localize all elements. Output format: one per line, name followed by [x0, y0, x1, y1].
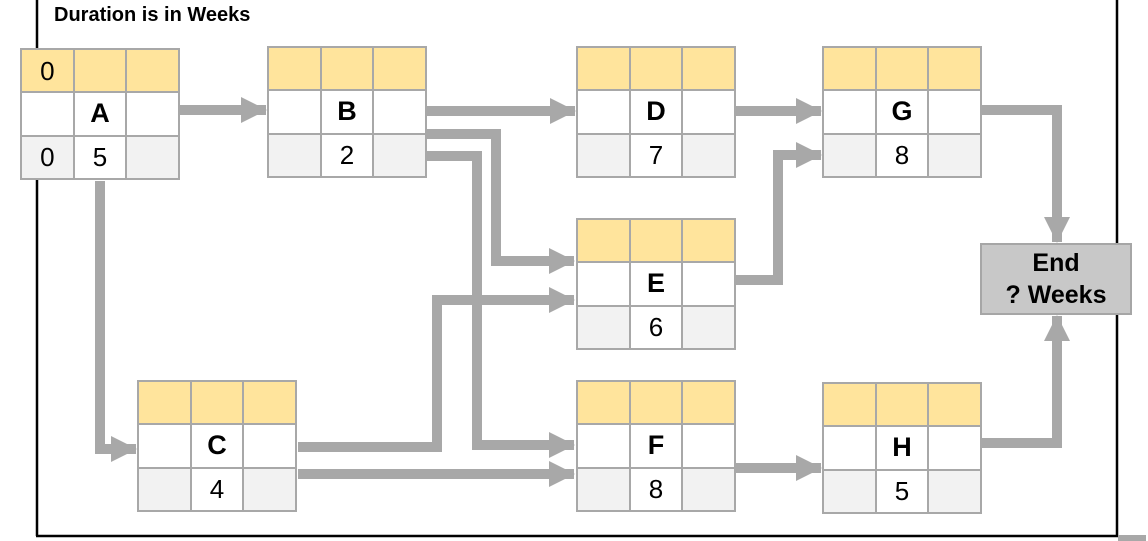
cell-duration: 5 — [876, 470, 928, 512]
cell-late-start — [139, 468, 190, 510]
corner-artifact — [1118, 535, 1146, 541]
cell-footer-right — [683, 468, 734, 510]
edge-G-End — [982, 105, 1070, 243]
cell-mid-right — [683, 91, 734, 133]
cell-duration: 4 — [191, 468, 243, 510]
cell-duration: 8 — [630, 468, 682, 510]
cell-duration: 2 — [321, 134, 373, 176]
cell-footer-right — [929, 134, 980, 176]
cell-footer-right — [127, 136, 178, 178]
cell-mid-left — [22, 93, 73, 135]
cell-header-mid — [321, 48, 373, 90]
cell-duration: 5 — [74, 136, 126, 178]
cell-header-right — [683, 382, 734, 424]
cell-duration: 6 — [630, 306, 682, 348]
cell-early-start — [139, 382, 190, 424]
cell-header-mid — [630, 382, 682, 424]
cell-late-start — [824, 470, 875, 512]
cell-late-start — [824, 134, 875, 176]
cell-header-mid — [191, 382, 243, 424]
cell-header-right — [127, 50, 178, 92]
cell-early-start — [269, 48, 320, 90]
cell-header-mid — [630, 48, 682, 90]
cell-mid-right — [929, 427, 980, 469]
end-node-duration: ? Weeks — [1005, 281, 1107, 309]
cell-activity-label: C — [191, 425, 243, 467]
edge-A-C — [95, 181, 137, 462]
cell-footer-right — [683, 134, 734, 176]
edge-C-E — [298, 287, 575, 452]
cell-header-right — [374, 48, 425, 90]
cell-late-start: 0 — [22, 136, 73, 178]
cell-early-start — [578, 48, 629, 90]
cell-activity-label: H — [876, 427, 928, 469]
cell-mid-right — [929, 91, 980, 133]
edge-E-G — [736, 142, 822, 285]
edge-H-End — [982, 315, 1070, 448]
edge-B-E — [427, 129, 575, 274]
cell-mid-left — [824, 91, 875, 133]
diagram-title: Duration is in Weeks — [54, 4, 251, 26]
dependency-arrows — [95, 97, 1070, 487]
cell-header-right — [244, 382, 295, 424]
cell-footer-right — [374, 134, 425, 176]
cell-header-right — [929, 48, 980, 90]
cell-mid-left — [139, 425, 190, 467]
cell-mid-left — [824, 427, 875, 469]
cell-footer-right — [244, 468, 295, 510]
cell-late-start — [578, 134, 629, 176]
cell-early-start — [578, 382, 629, 424]
cell-header-right — [683, 48, 734, 90]
cell-duration: 8 — [876, 134, 928, 176]
cell-mid-right — [244, 425, 295, 467]
cell-header-right — [929, 384, 980, 426]
cell-header-right — [683, 220, 734, 262]
cell-mid-right — [127, 93, 178, 135]
cell-activity-label: F — [630, 425, 682, 467]
cell-late-start — [578, 306, 629, 348]
cell-activity-label: A — [74, 93, 126, 135]
cell-mid-left — [269, 91, 320, 133]
cell-header-mid — [876, 48, 928, 90]
cell-early-start — [824, 384, 875, 426]
cell-mid-left — [578, 263, 629, 305]
cell-activity-label: D — [630, 91, 682, 133]
cell-activity-label: E — [630, 263, 682, 305]
cell-late-start — [578, 468, 629, 510]
cell-mid-right — [683, 263, 734, 305]
cell-footer-right — [683, 306, 734, 348]
cell-duration: 7 — [630, 134, 682, 176]
cell-header-mid — [74, 50, 126, 92]
cell-mid-left — [578, 91, 629, 133]
cell-activity-label: G — [876, 91, 928, 133]
cell-mid-right — [683, 425, 734, 467]
cell-header-mid — [630, 220, 682, 262]
cell-activity-label: B — [321, 91, 373, 133]
cell-late-start — [269, 134, 320, 176]
cell-header-mid — [876, 384, 928, 426]
cell-mid-right — [374, 91, 425, 133]
end-node: End ? Weeks — [980, 243, 1132, 315]
cell-early-start — [578, 220, 629, 262]
cell-early-start — [824, 48, 875, 90]
cell-mid-left — [578, 425, 629, 467]
cell-footer-right — [929, 470, 980, 512]
end-node-label: End — [1032, 248, 1080, 277]
cell-early-start: 0 — [22, 50, 73, 92]
